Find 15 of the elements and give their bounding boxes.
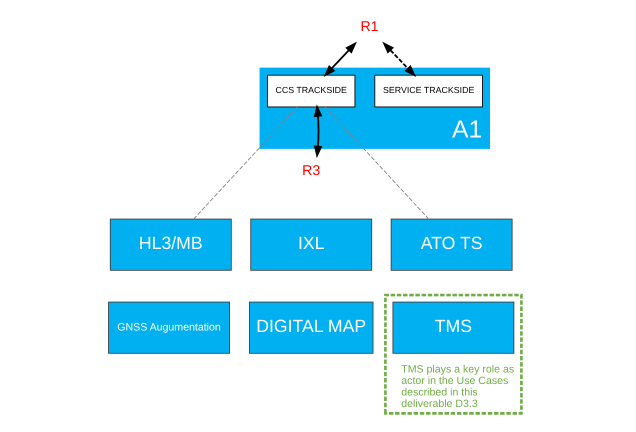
connector <box>324 106 429 220</box>
node-box: IXL <box>250 218 372 271</box>
connector <box>192 106 298 220</box>
node-text: R1 <box>360 18 378 34</box>
node-box: DIGITAL MAP <box>248 302 373 354</box>
node-box: ATO TS <box>390 218 512 271</box>
node-box: SERVICE TRACKSIDE <box>374 74 482 108</box>
arrow <box>313 104 322 158</box>
node-box: GNSS Augumentation <box>108 302 230 354</box>
node-box: TMS <box>392 302 514 354</box>
node-text: R3 <box>302 162 320 178</box>
node-box: CCS TRACKSIDE <box>266 74 355 108</box>
arrow <box>382 42 416 77</box>
node-box: HL3/MB <box>109 218 232 271</box>
arrow <box>323 42 356 77</box>
